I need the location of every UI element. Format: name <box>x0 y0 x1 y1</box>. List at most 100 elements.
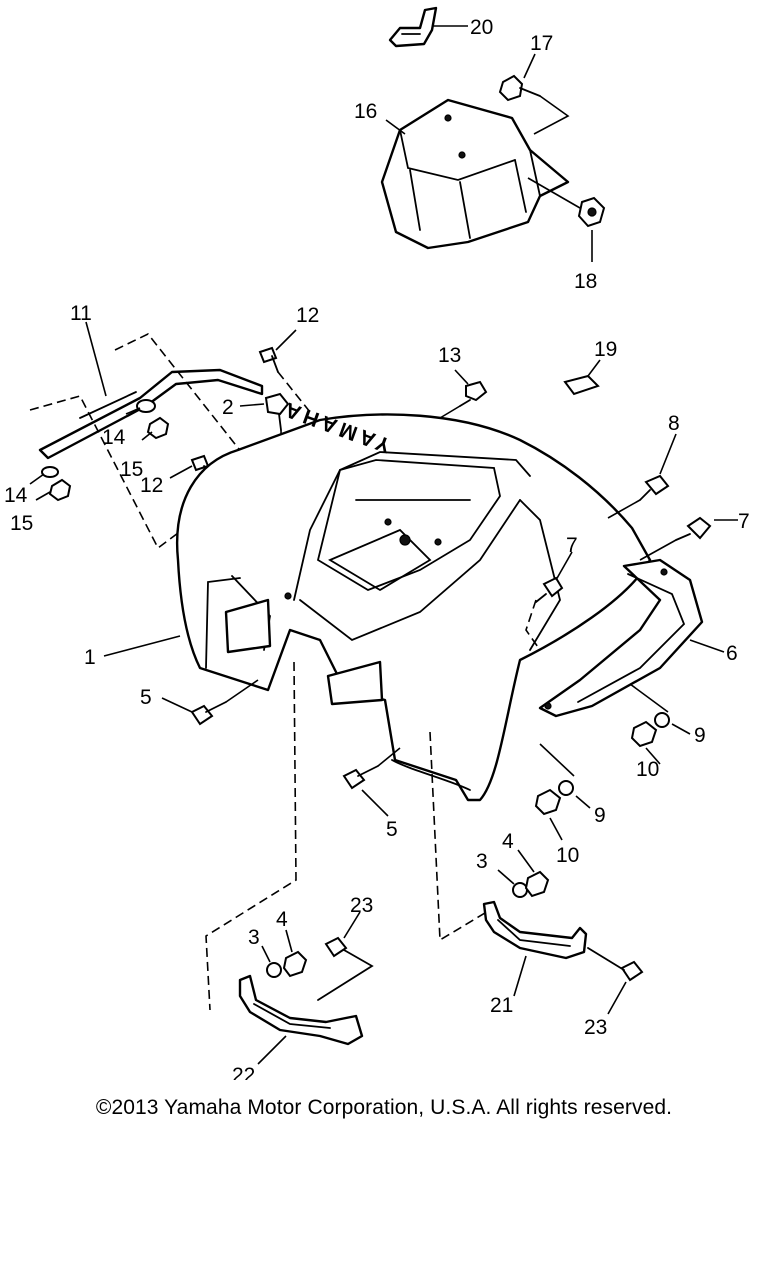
leader-line <box>141 431 153 441</box>
callout-label: 1 <box>84 646 96 669</box>
part-fender-1: YAMAHA <box>175 396 652 802</box>
part-nut-18 <box>577 196 606 228</box>
callout-label: 3 <box>248 926 260 949</box>
leader-line <box>645 747 661 765</box>
leader-line <box>125 407 141 415</box>
callout-label: 3 <box>476 850 488 873</box>
leader-line <box>454 369 469 385</box>
callout-label: 6 <box>726 642 738 665</box>
part-washer-9 <box>654 712 670 728</box>
callout-label: 21 <box>490 994 513 1017</box>
part-flap-6 <box>538 558 704 718</box>
leader-line <box>575 795 591 809</box>
part-washer-9 <box>558 780 574 796</box>
callout-label: 9 <box>594 804 606 827</box>
part-washer-3 <box>512 882 528 898</box>
leader-line <box>169 465 193 479</box>
part-nut-10 <box>630 720 658 748</box>
callout-labels: 1 2 3 3 4 4 5 5 6 7 7 8 9 9 10 10 11 12 … <box>4 16 750 1080</box>
leader-line <box>343 911 361 939</box>
part-bolt-7 <box>675 516 712 541</box>
leader-line <box>607 499 641 519</box>
leader-line <box>659 433 677 475</box>
part-washer-3 <box>266 962 282 978</box>
callout-label: 10 <box>556 844 579 867</box>
leader-line <box>361 789 389 817</box>
part-washer-14 <box>41 466 59 478</box>
leader-line <box>385 119 406 135</box>
callout-label: 18 <box>574 270 597 293</box>
parts-diagram: YAMAHA <box>4 6 750 1080</box>
callout-label: 14 <box>102 426 126 449</box>
part-cover-16 <box>380 98 570 250</box>
leader-line <box>225 679 259 703</box>
callout-label: 16 <box>354 100 377 123</box>
leader-line <box>527 177 581 209</box>
leader-line <box>239 403 265 407</box>
leader-line <box>629 683 669 713</box>
callout-label: 12 <box>140 474 163 497</box>
leader-line <box>205 661 297 1011</box>
leader-line <box>517 849 535 873</box>
part-bolt-7 <box>535 576 564 603</box>
callout-label: 2 <box>222 396 234 419</box>
leader-line <box>114 332 247 459</box>
part-nut-15 <box>146 416 170 440</box>
part-nut-4 <box>524 870 550 898</box>
callout-label: 4 <box>276 908 288 931</box>
callout-label: 13 <box>438 344 461 367</box>
callout-label: 5 <box>386 818 398 841</box>
leader-line <box>639 539 677 561</box>
callout-label: 20 <box>470 16 493 39</box>
leader-line <box>277 371 311 413</box>
callout-label: 7 <box>566 534 578 557</box>
leader-line <box>533 95 570 135</box>
callout-label: 7 <box>738 510 750 533</box>
callout-label: 8 <box>668 412 680 435</box>
leader-line <box>539 743 575 777</box>
leader-line <box>257 1035 287 1065</box>
part-bolt-13 <box>459 380 488 407</box>
leader-line <box>377 747 401 767</box>
callout-label: 22 <box>232 1064 255 1080</box>
part-nut-15 <box>48 478 72 502</box>
callout-label: 23 <box>350 894 373 917</box>
leader-line <box>549 817 563 841</box>
leader-line <box>671 723 691 735</box>
part-bolt-23 <box>317 936 374 1001</box>
callout-label: 15 <box>10 512 33 535</box>
part-clip-20 <box>388 6 438 48</box>
leader-line <box>607 981 627 1015</box>
leader-line <box>29 473 45 485</box>
callout-label: 15 <box>120 458 143 481</box>
callout-label: 17 <box>530 32 553 55</box>
part-bolt-12 <box>258 346 279 373</box>
callout-label: 19 <box>594 338 617 361</box>
leader-line <box>555 551 573 581</box>
callout-label: 14 <box>4 484 28 507</box>
callout-label: 9 <box>694 724 706 747</box>
part-bolt-5 <box>190 701 227 726</box>
part-bolt-2 <box>264 392 290 431</box>
leader-line <box>261 945 271 963</box>
part-bolt-8 <box>639 474 670 501</box>
leader-line <box>525 599 541 651</box>
leader-line <box>497 869 515 885</box>
callout-label: 11 <box>70 302 92 325</box>
part-bolt-17 <box>498 74 541 102</box>
part-pad-19 <box>563 374 600 396</box>
part-nut-10 <box>534 788 562 816</box>
callout-label: 12 <box>296 304 319 327</box>
leader-line <box>587 359 601 377</box>
leader-line <box>161 697 193 713</box>
leader-line <box>35 491 51 501</box>
callout-label: 4 <box>502 830 514 853</box>
leader-line <box>689 639 725 653</box>
part-grab-bar-22 <box>238 974 364 1046</box>
copyright-notice: ©2013 Yamaha Motor Corporation, U.S.A. A… <box>95 1096 673 1119</box>
leader-line <box>285 929 293 953</box>
part-bolt-5 <box>342 765 379 790</box>
leader-line <box>275 329 297 351</box>
callout-label: 5 <box>140 686 152 709</box>
part-bolt-23 <box>587 947 644 982</box>
